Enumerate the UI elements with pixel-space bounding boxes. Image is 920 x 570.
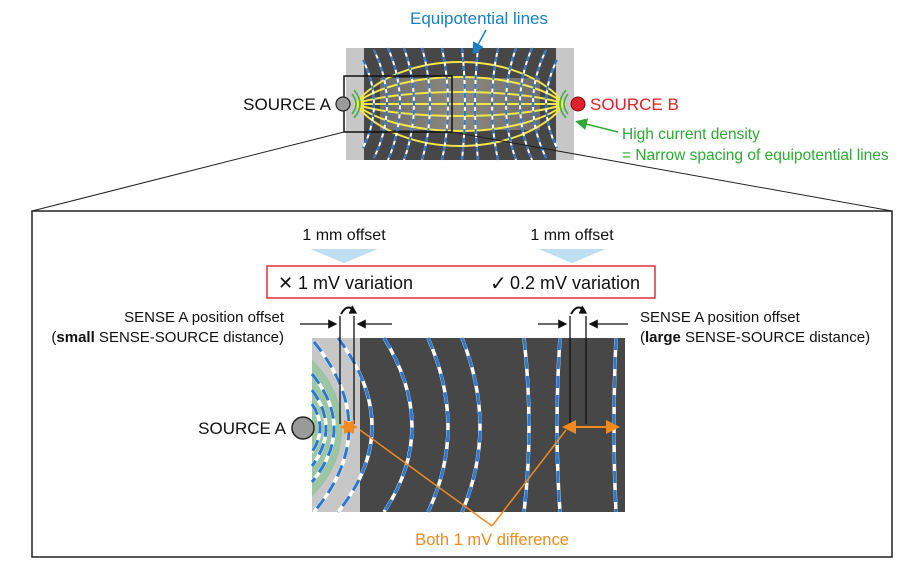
offset-label-left: 1 mm offset (302, 227, 386, 244)
difference-pointer-left (359, 429, 493, 527)
equipotential-pointer (472, 29, 487, 55)
zoom-line-left (31, 131, 345, 212)
equipotential-label: Equipotential lines (410, 9, 548, 28)
high-current-label: High current density (622, 126, 760, 143)
offset-label-right: 1 mm offset (530, 227, 614, 244)
difference-pointer-right (491, 429, 567, 527)
zoom-line-right (451, 131, 893, 212)
offset-chevron-left (310, 249, 378, 263)
source-b-dot (570, 96, 586, 112)
source-a-dot (335, 96, 351, 112)
sense-right-line1: SENSE A position offset (640, 309, 801, 326)
variation-box (266, 265, 656, 299)
offset-chevron-right (538, 249, 606, 263)
overview-panel (335, 47, 586, 161)
check-mark-icon: ✓ (490, 273, 507, 295)
sense-left-line2: (small SENSE-SOURCE distance) (51, 329, 284, 346)
variation-good-label: 0.2 mV variation (510, 273, 640, 293)
narrow-spacing-label: = Narrow spacing of equipotential lines (622, 147, 889, 164)
high-current-pointer (575, 118, 619, 133)
detail-source-a-label: SOURCE A (198, 419, 287, 438)
sense-offset-left (300, 305, 392, 424)
variation-bad-label: 1 mV variation (298, 273, 413, 293)
sense-right-line2: (large SENSE-SOURCE distance) (640, 329, 870, 346)
difference-label: Both 1 mV difference (415, 531, 569, 549)
source-b-label: SOURCE B (590, 95, 679, 114)
sense-offset-right (538, 305, 628, 424)
cross-mark-icon: ✕ (278, 273, 293, 293)
overview-equipotential-lines (351, 47, 569, 161)
detail-equipotential-lines (310, 336, 618, 514)
source-a-label: SOURCE A (243, 95, 332, 114)
sense-left-line1: SENSE A position offset (124, 309, 285, 326)
detail-source-a-dot (291, 416, 315, 440)
